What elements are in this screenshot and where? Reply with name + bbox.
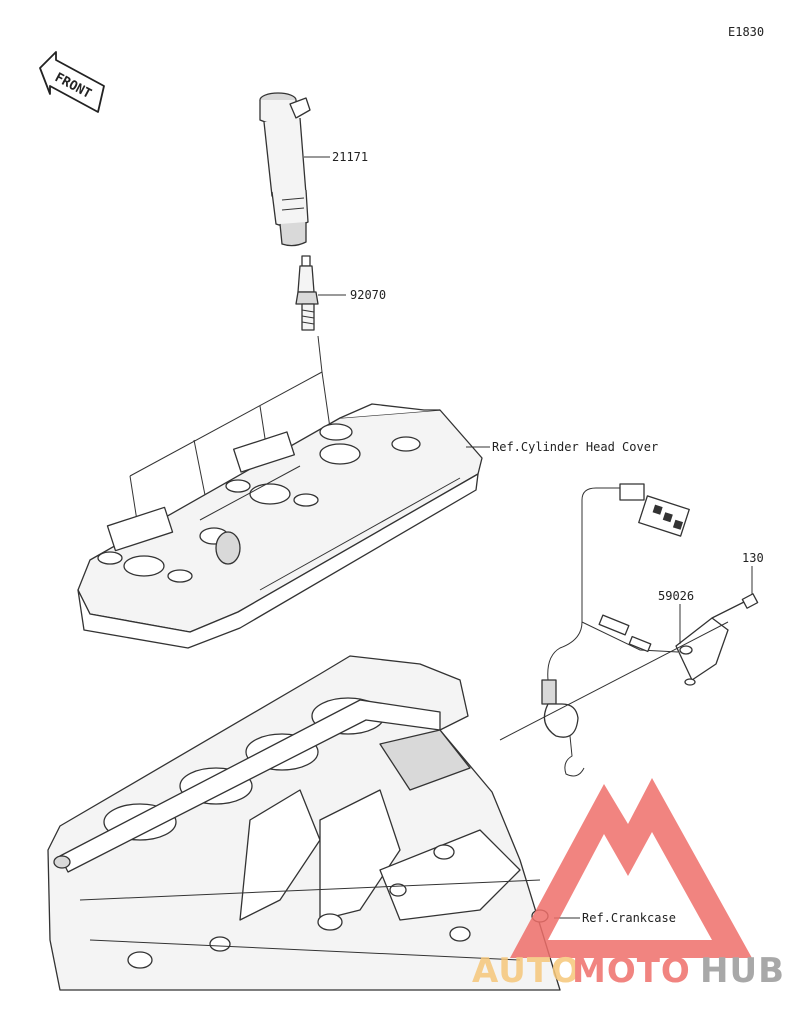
front-arrow-icon: FRONT bbox=[39, 51, 105, 113]
watermark-word-moto: MOTO bbox=[572, 951, 691, 991]
part-number-130: 130 bbox=[742, 551, 764, 565]
watermark-word-auto: AUTO bbox=[472, 951, 581, 991]
cylinder-head-cover bbox=[77, 403, 483, 649]
watermark-logo: AUTO MOTO HUB bbox=[472, 778, 785, 991]
watermark-word-hub: HUB bbox=[700, 951, 785, 991]
watermark-triangle-icon bbox=[510, 778, 752, 958]
ref-crankcase: Ref.Crankcase bbox=[582, 911, 676, 925]
part-number-59026: 59026 bbox=[658, 589, 694, 603]
ignition-coil bbox=[259, 92, 311, 247]
crank-sensor-harness bbox=[541, 483, 729, 777]
bolt bbox=[711, 593, 759, 619]
sensor-assembly-line bbox=[499, 621, 729, 741]
part-number-21171: 21171 bbox=[332, 150, 368, 164]
crankcase bbox=[47, 655, 561, 991]
diagram-code: E1830 bbox=[728, 25, 764, 39]
spark-plug bbox=[295, 255, 319, 331]
part-number-92070: 92070 bbox=[350, 288, 386, 302]
ref-cylinder-head-cover: Ref.Cylinder Head Cover bbox=[492, 440, 658, 454]
